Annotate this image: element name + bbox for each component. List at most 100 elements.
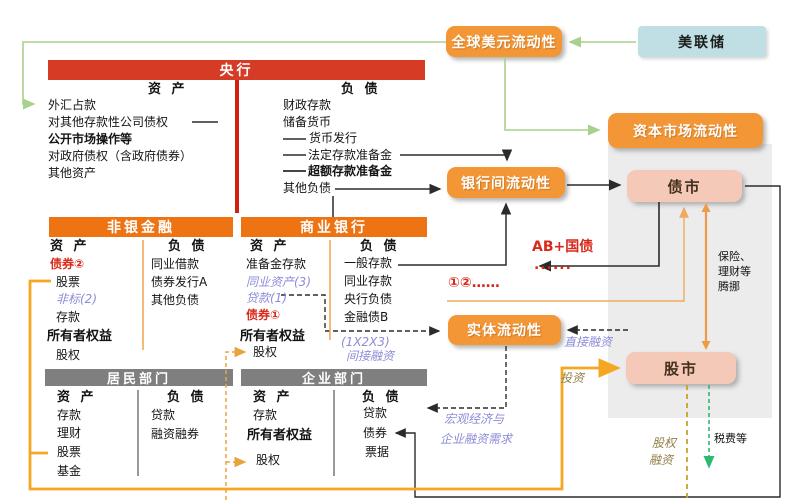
arrow-usd-to-fx [22,41,446,110]
arrow-real-economy-to-macro [426,346,507,413]
equity-financing-label-2: 融资 [649,453,674,467]
real-economy-label: 实体流动性 [467,323,542,339]
taxes-label: 税费等 [714,432,747,445]
cbk-liab-interbank-deposit: 同业存款 [344,274,393,288]
commercial-bank-bar: 商业银行 [241,217,427,237]
cb-liab-excess-reserve: 超额存款准备金 [308,164,393,178]
circled-numbers-label: ①②…… [448,275,500,291]
ent-liab-notes: 票据 [365,445,390,459]
arrow-loans-to-real-economy [281,294,441,336]
equity-financing-label-1: 股权 [652,436,677,450]
res-assets-header: 资 产 [57,390,97,405]
fed-label: 美联储 [678,34,726,51]
nbf-liab-other: 其他负债 [151,293,200,307]
cb-liab-other: 其他负债 [283,181,332,195]
res-liabilities-header: 负 债 [167,390,207,405]
cb-asset-fx: 外汇占款 [48,98,97,112]
capital-market-liquidity-node: 资本市场流动性 [608,113,763,148]
ent-asset-equity: 所有者权益 [247,428,313,443]
cbk-note-123: (1X2X3) [341,335,390,349]
nbf-liab-interbank-borrow: 同业借款 [151,257,200,271]
ab-bonds-label: AB+国债 [532,239,594,255]
cb-liab-reserve-money: 储备货币 [283,115,332,129]
nbf-liabilities-header: 负 债 [168,239,208,254]
res-asset-stocks: 股票 [57,445,82,459]
cbk-asset-equity: 所有者权益 [240,329,306,344]
fed-node: 美联储 [638,26,766,57]
cb-asset-omo: 公开市场操作等 [48,132,133,146]
cbk-asset-loans: 贷款(1) [246,291,287,305]
insurance-rotation-label-2: 理财等 [718,265,751,278]
cb-liab-fiscal: 财政存款 [283,98,332,112]
arrow-required-reserve-to-interbank [400,149,513,162]
arrow-bonds-to-bond-market [447,206,689,302]
cbk-note-indirect: 间接融资 [346,349,395,363]
global-usd-label: 全球美元流动性 [451,34,557,51]
enterprises-title: 企业部门 [301,372,366,387]
res-asset-wmp: 理财 [57,426,82,440]
global-usd-liquidity-node: 全球美元流动性 [446,26,562,57]
macro-label-2: 企业融资需求 [440,432,513,446]
enterprises-bar: 企业部门 [241,369,427,387]
bond-market-node: 债市 [627,170,742,202]
bond-market-label: 债市 [667,177,702,196]
cbk-asset-reserve-deposit: 准备金存款 [246,257,307,271]
non-bank-title: 非银金融 [107,220,175,236]
arrow-bond-market-ab-bonds [538,202,660,272]
res-liab-margin: 融资融券 [151,427,200,441]
nbf-asset-equity: 所有者权益 [47,329,113,344]
nbf-liab-bond-issue: 债券发行A [151,275,208,289]
commercial-bank-title: 商业银行 [300,220,368,236]
insurance-rotation-label-3: 腾挪 [718,280,740,293]
central-bank-bar: 央行 [48,60,425,80]
nbf-assets-header: 资 产 [50,239,90,254]
nbf-asset-shares: 股权 [56,348,81,362]
residents-title: 居民部门 [106,372,171,387]
cbk-liab-general-deposit: 一般存款 [344,256,393,270]
ent-liab-bonds: 债券 [363,426,388,440]
cb-liab-currency: 货币发行 [309,131,358,145]
invest-label: 投资 [560,371,585,385]
ent-asset-deposits: 存款 [253,408,278,422]
direct-financing-label: 直接融资 [564,335,613,349]
line-equity-dashed-vertical [225,346,247,500]
arrow-usd-to-capital-market [504,57,601,136]
res-liab-loans: 贷款 [151,408,176,422]
arrow-investment-to-stock-market [28,279,621,491]
res-asset-deposits: 存款 [57,408,82,422]
stock-market-node: 股市 [626,352,736,384]
cbk-liabilities-header: 负 债 [360,239,400,254]
cbk-asset-interbank: 同业资产(3) [246,275,311,289]
cbk-liab-financial-bond: 金融债B [344,310,389,324]
interbank-label: 银行间流动性 [461,175,551,192]
ent-liab-loans: 贷款 [363,406,388,420]
rotation-arrowhead-top [701,203,711,212]
rotation-arrowhead-bottom [701,341,711,350]
ent-asset-shares: 股权 [256,453,281,467]
cbk-assets-header: 资 产 [250,239,290,254]
interbank-liquidity-node: 银行间流动性 [447,167,565,198]
ent-assets-header: 资 产 [253,390,293,405]
cbk-liab-central-bank: 央行负债 [344,292,393,306]
cbk-asset-bonds1: 债券① [246,308,281,322]
stock-market-label: 股市 [663,359,698,378]
arrow-deposits-to-interbank [398,202,512,266]
cb-asset-claims: 对其他存款性公司债权 [48,115,169,129]
insurance-rotation-label-1: 保险、 [718,250,751,263]
real-economy-liquidity-node: 实体流动性 [448,315,561,345]
cbk-asset-shares: 股权 [253,345,278,359]
red-dots: ...... [534,257,572,273]
res-asset-funds: 基金 [57,464,82,478]
macro-label-1: 宏观经济与 [444,412,505,426]
central-bank-title: 央行 [219,63,254,79]
non-bank-bar: 非银金融 [49,217,233,237]
residents-bar: 居民部门 [45,369,233,387]
arrow-bond-market-to-enterprise-bonds [394,185,781,498]
cb-liabilities-header: 负 债 [341,82,381,97]
cb-asset-other: 其他资产 [48,166,97,180]
ent-liabilities-header: 负 债 [362,390,402,405]
nbf-asset-stocks: 股票 [56,275,81,289]
cb-liab-required-reserve: 法定存款准备金 [308,148,393,162]
